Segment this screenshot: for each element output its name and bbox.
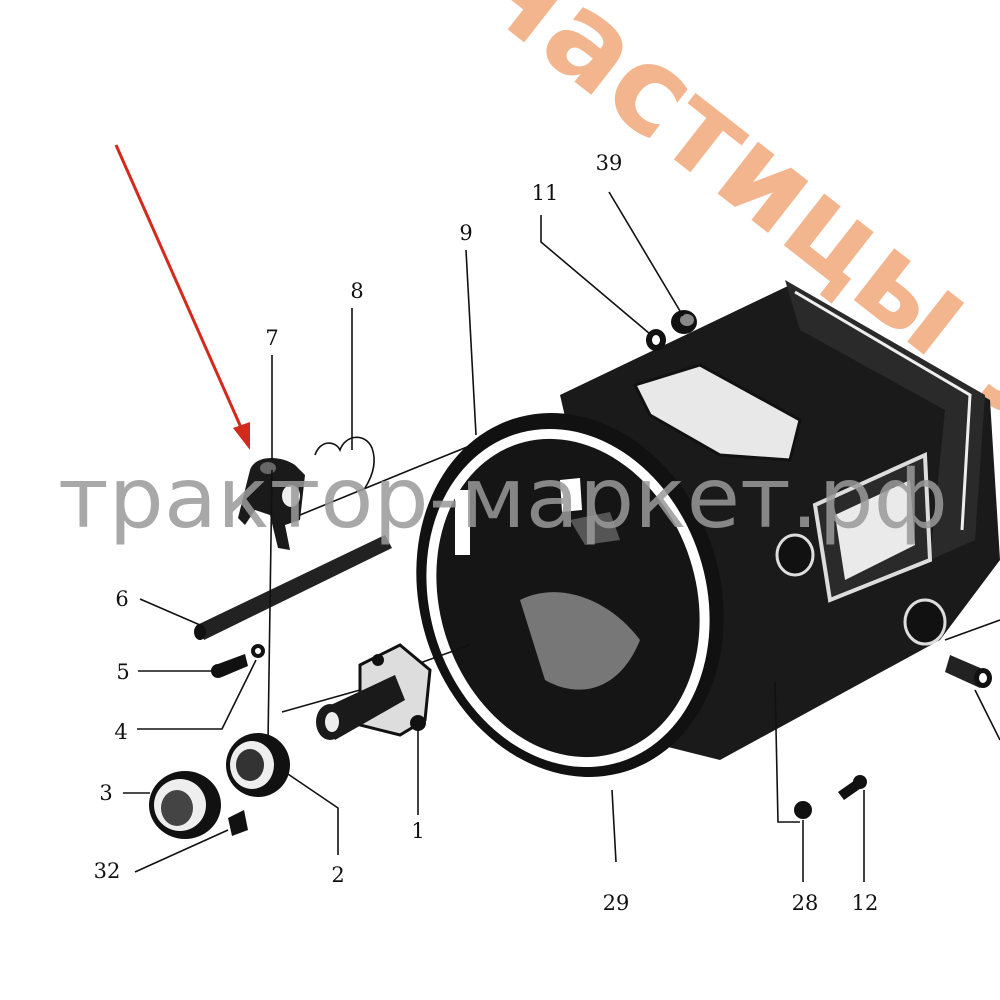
bearing-ring-3 [149, 771, 221, 839]
label-28: 28 [792, 891, 819, 915]
label-2: 2 [331, 863, 344, 887]
gray-watermark-text: трактор-маркет.рф [58, 449, 948, 547]
spring-8 [314, 436, 375, 489]
label-11: 11 [532, 181, 559, 205]
bolt-5 [211, 654, 248, 678]
washer-11 [646, 329, 666, 351]
bearing-sleeve-1 [316, 643, 432, 740]
nut-28 [794, 801, 812, 819]
label-32: 32 [94, 859, 121, 883]
label-4: 4 [114, 720, 127, 744]
leader-lines [123, 191, 1000, 882]
label-7: 7 [265, 326, 278, 350]
release-bearing-2 [226, 733, 290, 797]
washer-4 [251, 644, 265, 658]
shaft-6 [194, 535, 392, 640]
label-5: 5 [116, 660, 129, 684]
label-39: 12 [852, 891, 879, 915]
label-3: 3 [99, 781, 112, 805]
clutch-housing [416, 280, 1000, 777]
label-29: 29 [603, 891, 630, 915]
label-6: 6 [115, 587, 128, 611]
bushing-right [945, 655, 992, 688]
part-labels: 39 11 9 8 7 6 5 4 3 32 2 1 29 28 12 [94, 151, 879, 915]
stud-39 [838, 775, 867, 800]
label-9: 9 [459, 221, 472, 245]
plug-12 [671, 310, 697, 334]
red-pointer-arrow [114, 144, 250, 450]
grease-fitting-32 [228, 810, 248, 836]
label-1: 1 [411, 819, 424, 843]
label-12: 39 [596, 151, 623, 175]
label-8: 8 [350, 279, 363, 303]
